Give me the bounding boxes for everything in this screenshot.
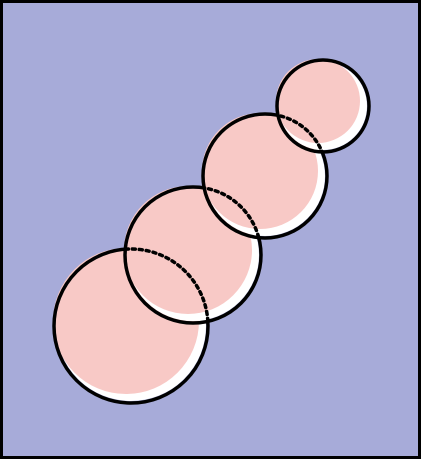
bubble-4: [276, 59, 369, 152]
bubble-4-fill: [276, 59, 360, 143]
